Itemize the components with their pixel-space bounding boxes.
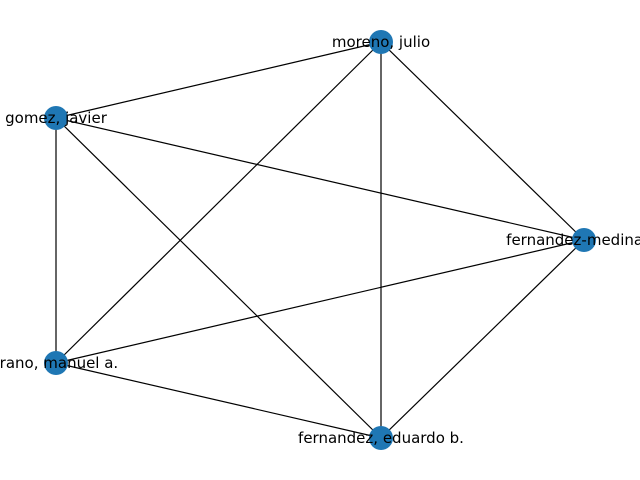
- edges-layer: [55, 41, 585, 439]
- labels-layer: moreno, julio gomez, javier fernandez-medi…: [0, 33, 640, 447]
- edge-moreno-serrano: [55, 41, 382, 364]
- node-moreno: [369, 30, 393, 54]
- edge-moreno-gomez: [55, 41, 382, 119]
- edge-fernandez-medina-fernandez-eduardo: [380, 239, 585, 439]
- edge-fernandez-medina-serrano: [55, 239, 585, 364]
- node-label-gomez: gomez, javier: [5, 109, 108, 127]
- node-label-fernandez-eduardo: fernandez, eduardo b.: [298, 429, 464, 447]
- node-label-fernandez-medina: fernandez-medina, e: [506, 231, 640, 249]
- edge-serrano-fernandez-eduardo: [55, 362, 382, 439]
- node-gomez: [44, 106, 68, 130]
- edge-moreno-fernandez-medina: [380, 41, 585, 241]
- node-label-moreno: moreno, julio: [332, 33, 430, 51]
- edge-gomez-fernandez-medina: [55, 117, 585, 241]
- node-fernandez-medina: [572, 228, 596, 252]
- node-label-serrano: rrano, manuel a.: [0, 354, 118, 372]
- edge-gomez-fernandez-eduardo: [55, 117, 382, 439]
- node-serrano: [44, 351, 68, 375]
- node-fernandez-eduardo: [369, 426, 393, 450]
- nodes-layer: [44, 30, 596, 450]
